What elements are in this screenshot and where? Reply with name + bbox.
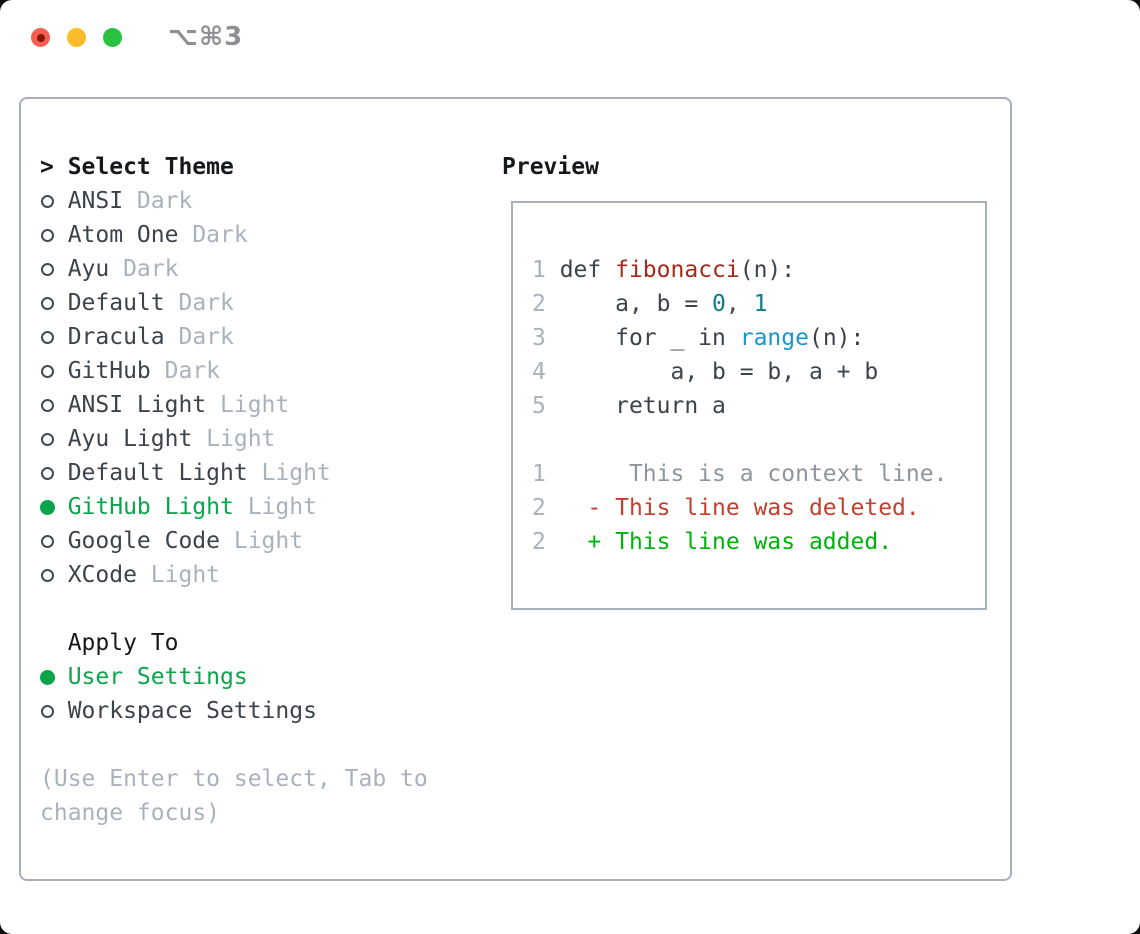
code-line: 5 return a xyxy=(532,393,726,419)
radio-unselected-icon xyxy=(40,364,68,378)
blank-line xyxy=(532,423,985,457)
theme-name: Ayu Light xyxy=(67,426,193,452)
theme-variant: Light xyxy=(220,392,290,418)
radio-unselected-icon xyxy=(40,262,68,276)
theme-name: XCode xyxy=(67,562,137,588)
theme-option-dracula-dark[interactable]: Dracula Dark xyxy=(40,320,428,354)
theme-variant: Dark xyxy=(164,358,221,384)
window-shortcut-label: ⌥⌘3 xyxy=(168,22,244,52)
apply-option-user-settings[interactable]: User Settings xyxy=(40,660,428,694)
number-token: 0 xyxy=(712,291,726,317)
minimize-button-icon[interactable] xyxy=(67,28,86,47)
code-line: 3 for _ in range(n): xyxy=(532,325,865,351)
close-dot-icon xyxy=(36,33,45,42)
theme-option-ayu-light[interactable]: Ayu Light Light xyxy=(40,422,428,456)
radio-unselected-icon xyxy=(40,432,68,446)
keyboard-hint: (Use Enter to select, Tab to change focu… xyxy=(40,766,428,826)
theme-option-github-dark[interactable]: GitHub Dark xyxy=(40,354,428,388)
preview-title: Preview xyxy=(502,154,599,180)
apply-option-label: Workspace Settings xyxy=(67,698,317,724)
theme-option-google-code[interactable]: Google Code Light xyxy=(40,524,428,558)
radio-selected-icon xyxy=(40,499,68,515)
apply-option-workspace-settings[interactable]: Workspace Settings xyxy=(40,694,428,728)
theme-option-ansi-dark[interactable]: ANSI Dark xyxy=(40,184,428,218)
theme-name: Default xyxy=(67,290,165,316)
diff-added-line: 2 + This line was added. xyxy=(532,529,893,555)
function-name-token: fibonacci xyxy=(615,257,740,283)
apply-option-label: User Settings xyxy=(67,664,248,690)
theme-option-atom-one-dark[interactable]: Atom One Dark xyxy=(40,218,428,252)
builtin-token: range xyxy=(739,325,809,351)
theme-variant: Dark xyxy=(178,290,234,316)
radio-unselected-icon xyxy=(40,466,68,480)
code-line: 4 a, b = b, a + b xyxy=(532,359,879,385)
number-token: 1 xyxy=(753,291,768,317)
theme-variant: Light xyxy=(233,528,304,554)
theme-option-ansi-light[interactable]: ANSI Light Light xyxy=(40,388,428,422)
theme-variant: Dark xyxy=(123,256,179,282)
theme-name: Ayu xyxy=(67,256,110,282)
theme-name: ANSI xyxy=(67,188,124,214)
diff-context-line: 1 This is a context line. xyxy=(532,461,948,487)
radio-unselected-icon xyxy=(40,194,68,208)
zoom-button-icon[interactable] xyxy=(103,28,122,47)
radio-unselected-icon xyxy=(40,330,68,344)
close-button-icon[interactable] xyxy=(31,28,50,47)
theme-name: Atom One xyxy=(67,222,179,248)
radio-unselected-icon xyxy=(40,296,68,310)
theme-option-ayu-dark[interactable]: Ayu Dark xyxy=(40,252,428,286)
titlebar: ⌥⌘3 xyxy=(0,0,1140,70)
code-line: 1 def fibonacci(n): xyxy=(532,257,796,283)
code-preview: 1 def fibonacci(n): 2 a, b = 0, 1 3 for … xyxy=(513,203,985,559)
preview-box: 1 def fibonacci(n): 2 a, b = 0, 1 3 for … xyxy=(511,201,987,610)
theme-name: Dracula xyxy=(67,324,165,350)
select-theme-title: Select Theme xyxy=(67,154,234,180)
apply-to-header: Apply To xyxy=(40,626,428,660)
code-line: 2 a, b = 0, 1 xyxy=(532,291,768,317)
radio-unselected-icon xyxy=(40,704,68,718)
radio-unselected-icon xyxy=(40,228,68,242)
theme-option-default-light[interactable]: Default Light Light xyxy=(40,456,428,490)
radio-unselected-icon xyxy=(40,534,68,548)
apply-to-title: Apply To xyxy=(67,630,179,656)
theme-variant: Light xyxy=(247,494,317,520)
theme-option-default-dark[interactable]: Default Dark xyxy=(40,286,428,320)
theme-name: ANSI Light xyxy=(67,392,207,418)
theme-variant: Dark xyxy=(192,222,248,248)
theme-variant: Light xyxy=(261,460,331,486)
theme-option-xcode[interactable]: XCode Light xyxy=(40,558,428,592)
theme-name: GitHub xyxy=(67,358,151,384)
prompt-caret-icon: > xyxy=(40,154,54,180)
radio-selected-icon xyxy=(40,669,68,685)
theme-variant: Light xyxy=(150,562,221,588)
theme-variant: Dark xyxy=(178,324,234,350)
radio-unselected-icon xyxy=(40,568,68,582)
radio-unselected-icon xyxy=(40,398,68,412)
select-theme-header: > Select Theme xyxy=(40,150,428,184)
theme-name: GitHub Light xyxy=(67,494,234,520)
theme-variant: Light xyxy=(206,426,276,452)
theme-name: Google Code xyxy=(67,528,221,554)
diff-deleted-line: 2 - This line was deleted. xyxy=(532,495,920,521)
theme-name: Default Light xyxy=(67,460,248,486)
theme-option-github-light[interactable]: GitHub Light Light xyxy=(40,490,428,524)
theme-variant: Dark xyxy=(136,188,193,214)
